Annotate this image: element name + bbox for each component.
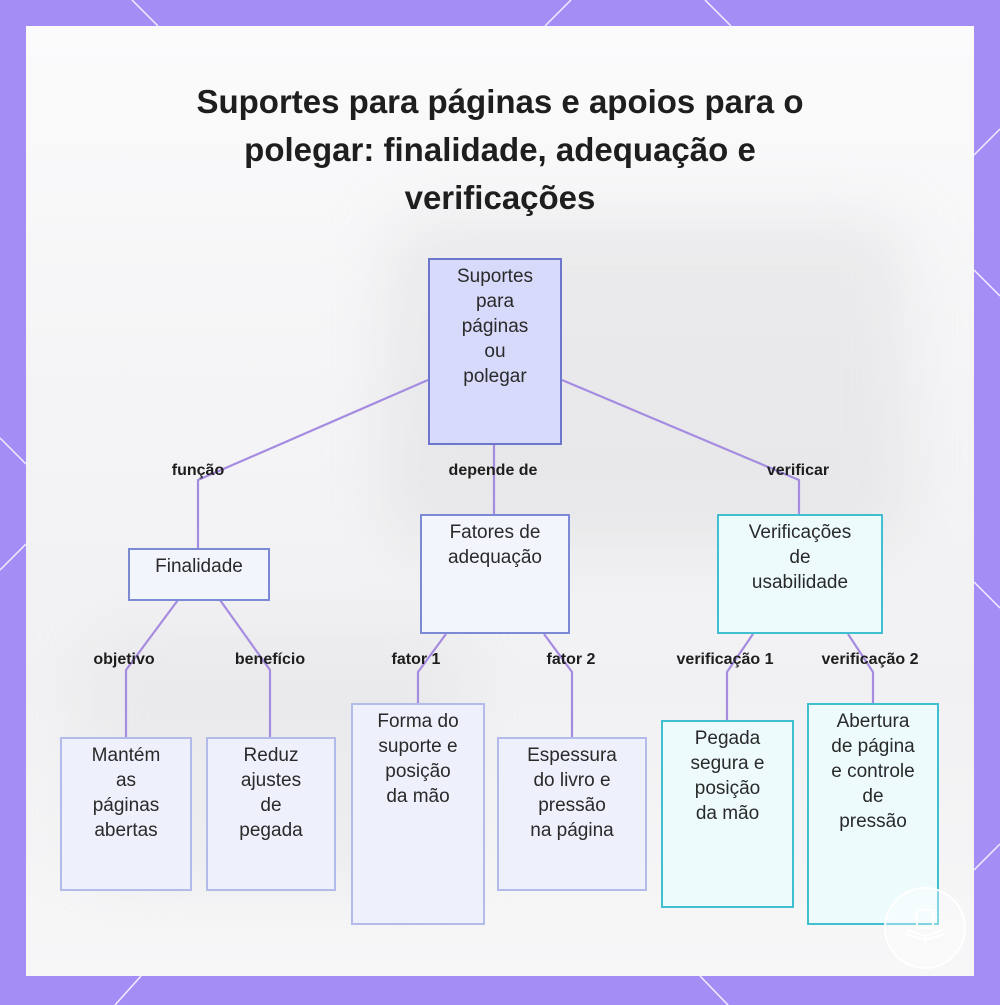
edge-label-fator1: fator 1: [391, 651, 441, 668]
node-verificacoes: Verificações de usabilidade: [717, 514, 883, 634]
edge-label-objetivo: objetivo: [93, 651, 155, 668]
edge-finalidade-mantem: [124, 599, 179, 737]
node-espessura: Espessura do livro e pressão na página: [497, 737, 647, 891]
edge-label-beneficio: benefício: [234, 651, 306, 668]
edge-fatores-forma: [416, 633, 447, 703]
edge-verificacoes-pegada: [725, 633, 754, 720]
edge-fatores-espessura: [543, 633, 574, 737]
node-forma: Forma do suporte e posição da mão: [351, 703, 485, 925]
edge-label-depende: depende de: [448, 462, 538, 479]
edge-label-funcao: função: [171, 462, 225, 479]
diagram-title: Suportes para páginas e apoios para o po…: [196, 83, 804, 216]
edge-root-verificacoes: [561, 378, 801, 514]
edge-label-verif1: verificação 1: [676, 651, 774, 668]
node-reduz: Reduz ajustes de pegada: [206, 737, 336, 891]
node-mantem: Mantém as páginas abertas: [60, 737, 192, 891]
edge-root-finalidade: [196, 378, 429, 548]
edge-label-verif2: verificação 2: [821, 651, 919, 668]
edge-label-fator2: fator 2: [546, 651, 596, 668]
node-finalidade: Finalidade: [128, 548, 270, 601]
edge-finalidade-reduz: [219, 599, 272, 737]
edge-verificacoes-abertura: [847, 633, 875, 703]
edge-label-verificar: verificar: [766, 462, 830, 479]
node-pegada: Pegada segura e posição da mão: [661, 720, 794, 908]
book-logo-icon: [884, 887, 966, 969]
node-suportes: Suportes para páginas ou polegar: [428, 258, 562, 445]
node-fatores: Fatores de adequação: [420, 514, 570, 634]
